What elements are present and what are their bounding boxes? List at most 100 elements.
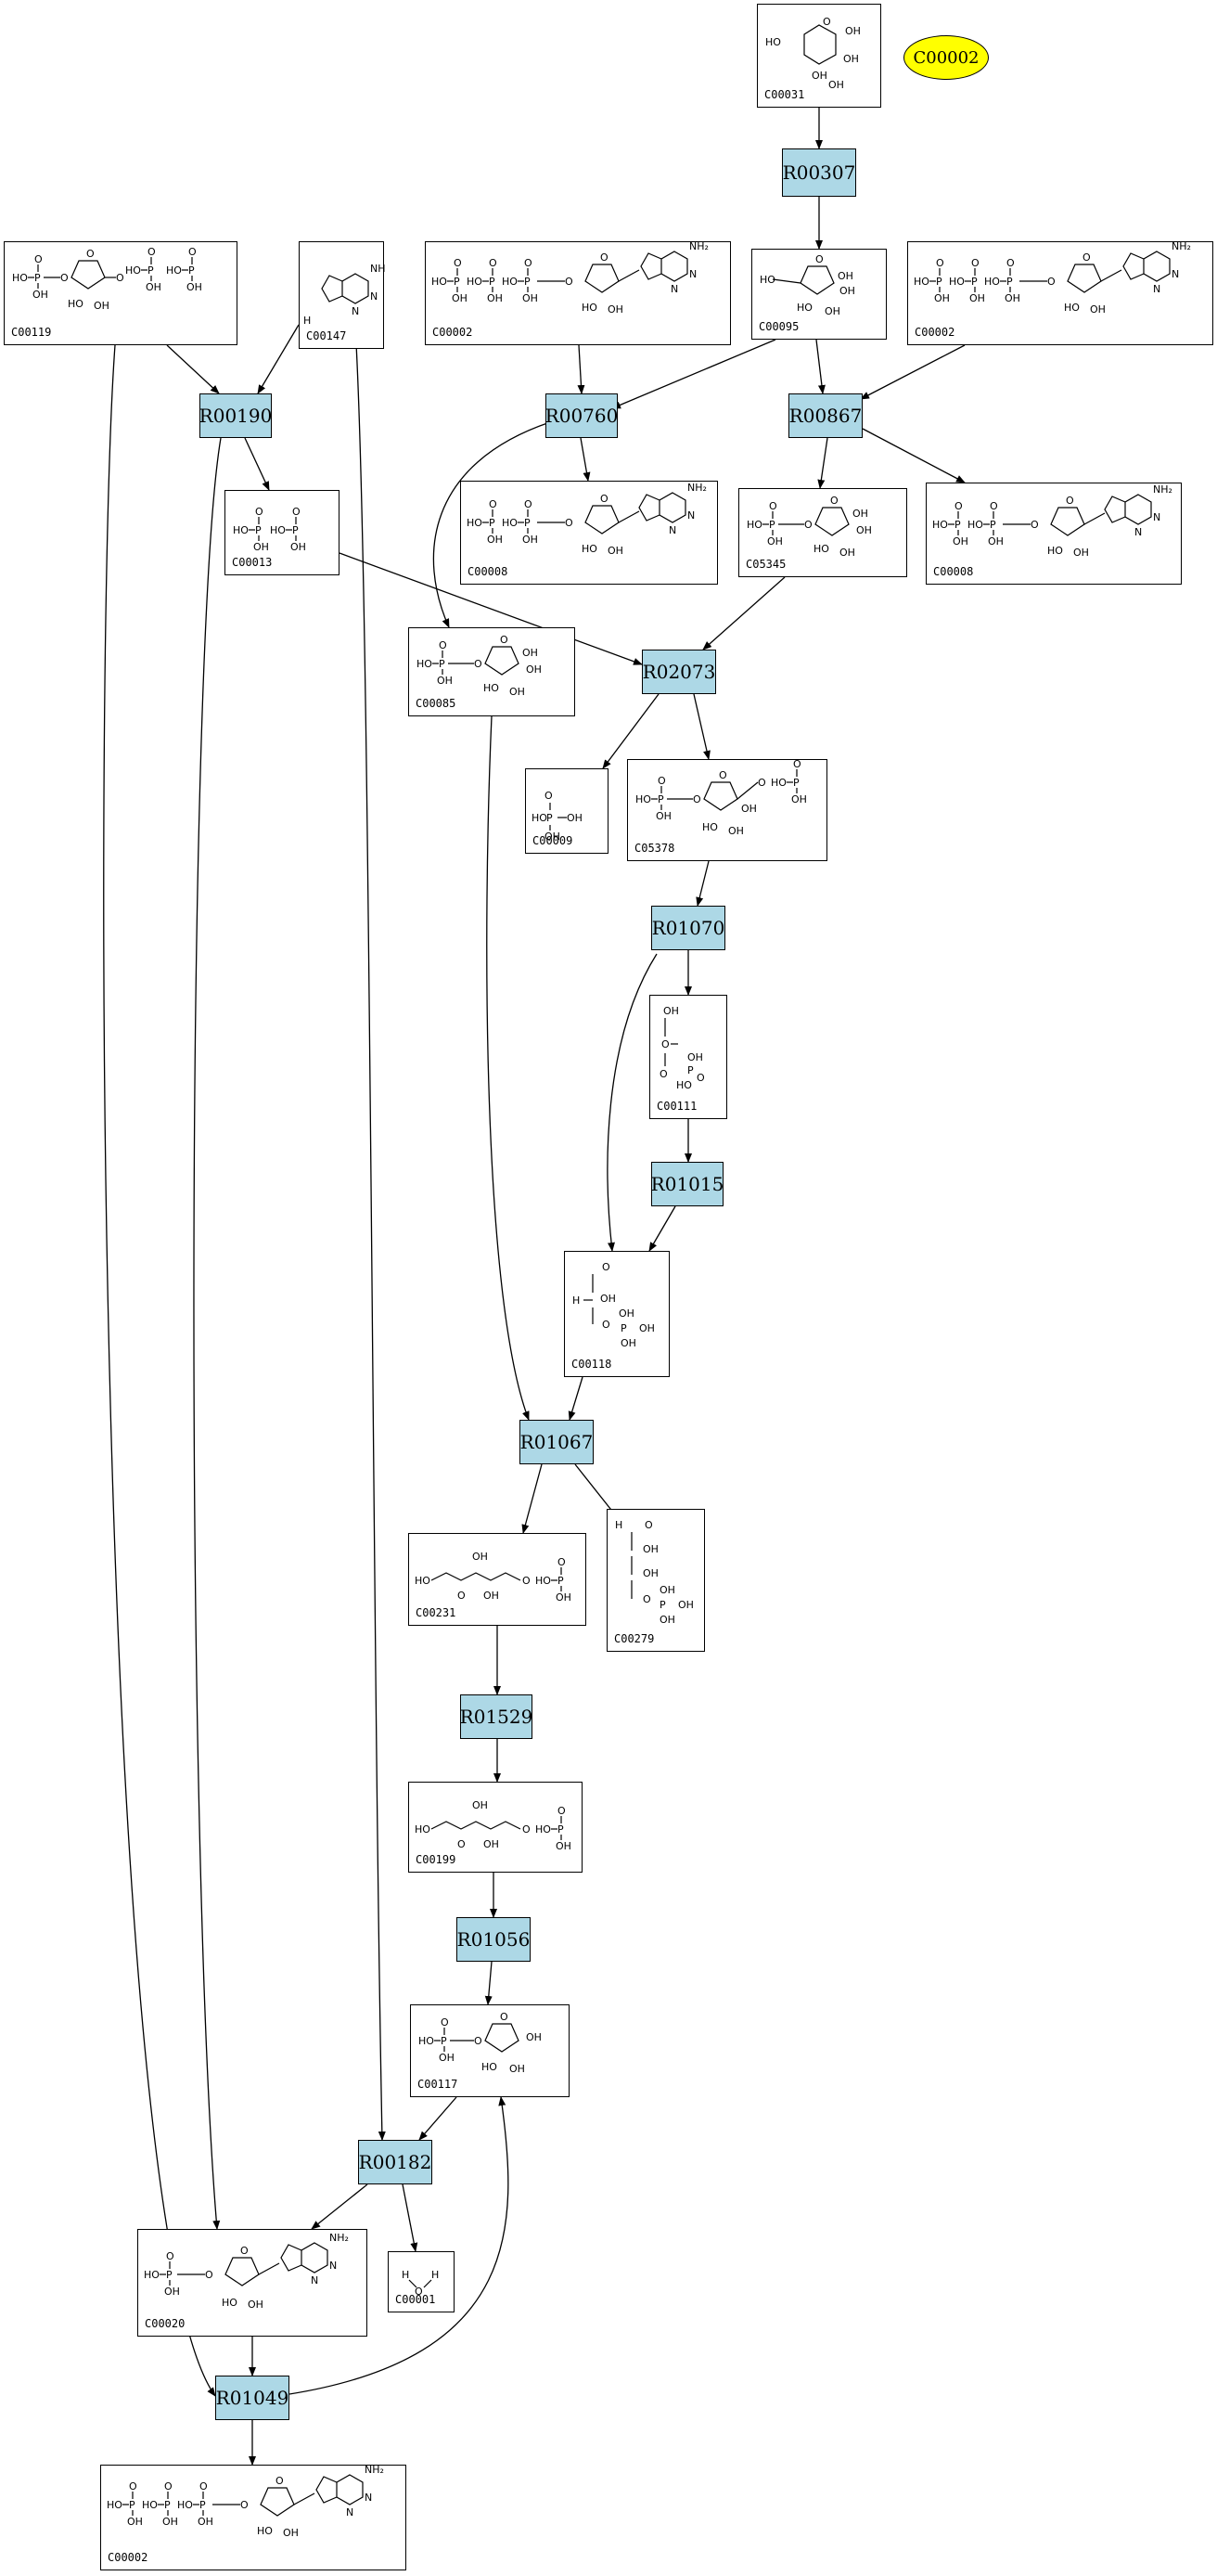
svg-text:P: P [557,1575,564,1587]
svg-text:HO: HO [415,1575,430,1587]
reaction-r00867[interactable]: R00867 [788,393,863,438]
reaction-r01015[interactable]: R01015 [651,1162,724,1206]
svg-text:O: O [129,2480,137,2492]
svg-text:H: H [572,1294,580,1307]
svg-text:OH: OH [852,508,868,520]
edge-c00147-to-r00190 [257,324,300,394]
svg-text:OH: OH [437,675,453,687]
svg-text:HO: HO [502,276,518,288]
svg-text:OH: OH [522,534,538,546]
svg-text:NH₂: NH₂ [1153,483,1172,496]
svg-text:OH: OH [843,53,859,65]
svg-text:OH: OH [452,292,468,304]
svg-text:N: N [329,2260,337,2272]
svg-text:O: O [769,500,777,512]
reaction-r02073[interactable]: R02073 [642,650,716,694]
svg-text:P: P [621,1322,627,1334]
svg-text:HO: HO [415,1823,430,1835]
svg-text:OH: OH [439,2052,455,2064]
svg-text:HO: HO [676,1079,692,1091]
svg-text:N: N [687,509,695,522]
svg-text:O: O [602,1261,610,1273]
svg-text:P: P [441,2035,447,2047]
svg-text:O: O [660,1068,668,1080]
reaction-r00182[interactable]: R00182 [358,2140,432,2184]
svg-text:P: P [990,519,996,531]
reaction-r00307[interactable]: R00307 [782,148,856,197]
svg-text:OH: OH [600,1293,616,1305]
svg-text:HO: HO [1047,545,1063,557]
highlight-compound-oval[interactable]: C00002 [903,35,989,80]
structure-water-icon: HOH [402,2269,439,2298]
reaction-r01056[interactable]: R01056 [456,1917,531,1962]
reaction-r00760[interactable]: R00760 [545,393,618,438]
compound-id-label: C00020 [145,2317,186,2330]
svg-text:HO: HO [1064,302,1080,314]
svg-text:P: P [292,524,299,536]
svg-text:OH: OH [146,281,161,293]
svg-text:O: O [164,2480,173,2492]
reaction-r01529[interactable]: R01529 [460,1694,532,1739]
svg-text:HO: HO [177,2499,193,2511]
compound-id-label: C00147 [306,329,347,342]
svg-text:HO: HO [967,519,983,531]
svg-text:O: O [1006,257,1015,269]
svg-text:OH: OH [248,2299,263,2311]
svg-text:N: N [671,283,678,295]
compound-id-label: C00002 [915,326,955,339]
svg-text:HO: HO [416,658,432,670]
svg-text:HO: HO [582,302,597,314]
svg-text:OH: OH [953,535,968,547]
svg-text:OH: OH [812,70,827,82]
compound-id-label: C00119 [11,326,52,339]
reaction-r01049[interactable]: R01049 [215,2376,289,2420]
svg-text:O: O [188,246,197,258]
svg-text:HO: HO [481,2061,497,2073]
svg-text:P: P [129,2499,135,2511]
svg-text:HO: HO [233,524,249,536]
svg-text:OH: OH [283,2527,299,2539]
svg-text:H: H [615,1519,622,1531]
svg-text:O: O [1066,495,1074,507]
reaction-r01070[interactable]: R01070 [651,906,725,950]
svg-text:O: O [522,1823,531,1835]
compound-id-label: C05345 [746,558,787,571]
reaction-r01067[interactable]: R01067 [519,1420,594,1464]
svg-text:P: P [658,793,664,805]
svg-text:NH₂: NH₂ [365,2466,384,2476]
svg-text:O: O [524,257,532,269]
svg-text:OH: OH [32,289,48,301]
reaction-r00190[interactable]: R00190 [199,393,272,438]
svg-text:O: O [166,2250,174,2262]
svg-text:O: O [240,2499,249,2511]
compound-id-label: C00009 [532,834,573,847]
svg-text:O: O [823,16,831,28]
svg-text:OH: OH [856,524,872,536]
svg-text:H: H [402,2269,409,2281]
compound-c00147[interactable]: NH₂NNHC00147 [299,241,385,349]
